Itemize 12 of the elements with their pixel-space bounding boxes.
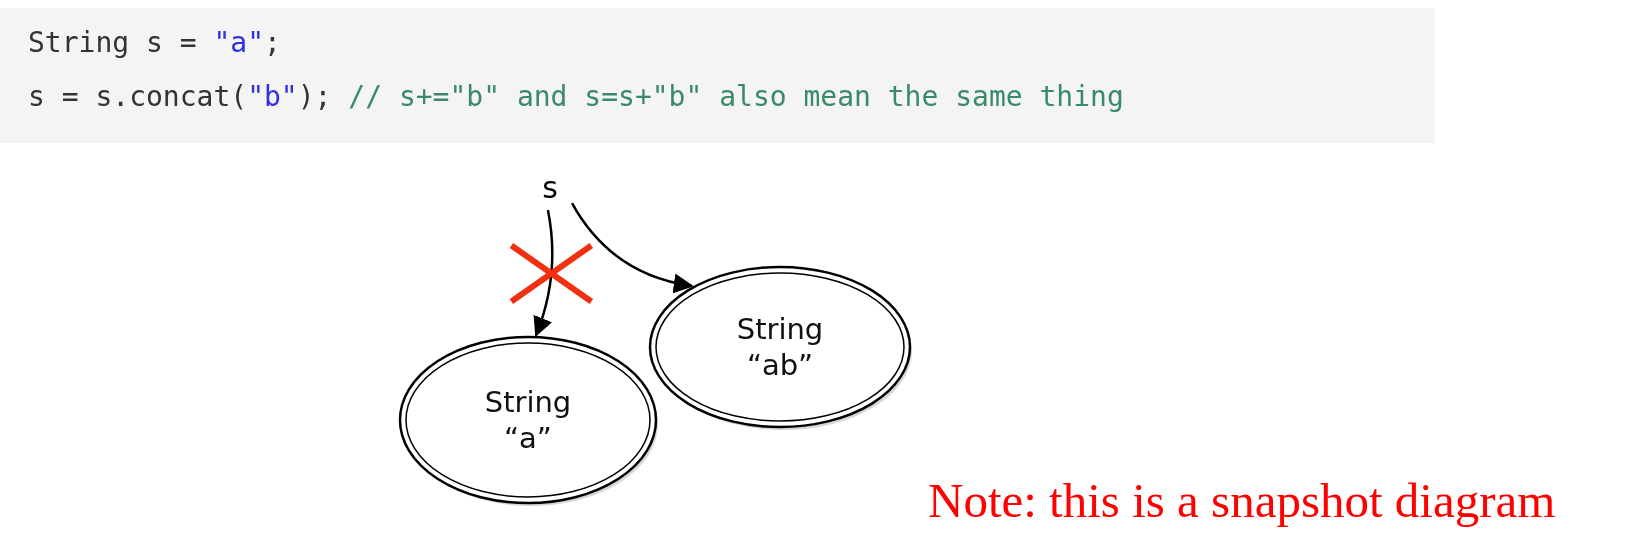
- variable-name: s: [530, 168, 570, 208]
- string-value: “a”: [504, 421, 552, 455]
- string-value: “ab”: [746, 348, 814, 382]
- type-name: String: [484, 385, 572, 419]
- object-ellipse: [648, 265, 912, 429]
- note-text: Note: this is a snapshot diagram: [928, 472, 1556, 529]
- arrow: [533, 209, 554, 338]
- code-line: s = s.concat("b"); // s+="b" and s=s+"b" also mean the same thing: [28, 80, 1124, 113]
- object-ellipse: [398, 335, 658, 505]
- arrow: [570, 202, 694, 293]
- code-line: String s = "a";: [28, 26, 281, 59]
- type-name: String: [736, 312, 824, 346]
